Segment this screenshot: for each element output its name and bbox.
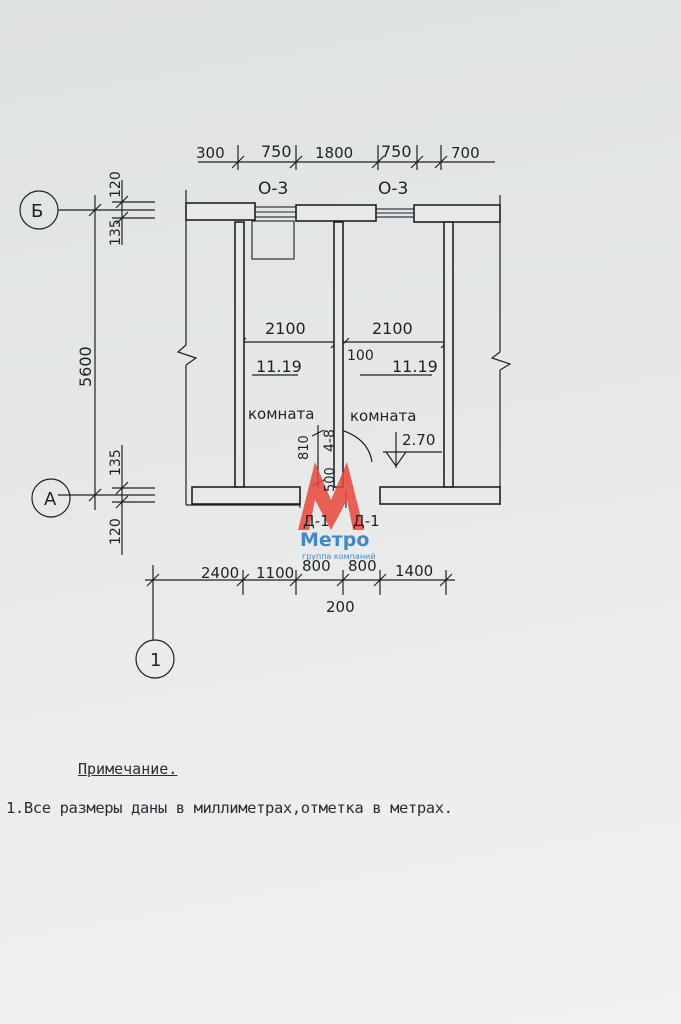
dim-bottom-200: 200 (326, 598, 355, 616)
dim-bottom-800-right: 800 (348, 557, 377, 575)
dim-left-5600: 5600 (76, 346, 95, 387)
dim-left-135-top: 135 (108, 219, 124, 246)
watermark-brand: Метро (300, 529, 369, 551)
dim-top-300: 300 (196, 144, 225, 162)
note-line-1: 1.Все размеры даны в миллиметрах,отметка… (6, 799, 453, 817)
door-type-label: 4-8 (322, 429, 338, 452)
door-label-left: Д-1 (303, 512, 330, 530)
room-left-width: 2100 (265, 319, 306, 338)
walls (185, 202, 501, 505)
dimension-lines (19, 145, 512, 679)
floor-plan: 300 750 1800 750 700 О-3 О-3 Б А 1 120 1… (19, 142, 512, 679)
window-label-right: О-3 (378, 179, 408, 199)
metro-logo (298, 462, 364, 530)
dim-left-120-top: 120 (108, 171, 124, 198)
note-title: Примечание. (78, 760, 178, 778)
dim-bottom-1400: 1400 (395, 562, 433, 580)
elevation-mark: 2.70 (402, 431, 435, 449)
dim-top-1800: 1800 (315, 144, 353, 162)
dim-left-135-bottom: 135 (108, 449, 124, 476)
room-left-name: комната (248, 405, 314, 423)
room-right-name: комната (350, 407, 416, 425)
dim-top-700: 700 (451, 144, 480, 162)
room-left-area: 11.19 (256, 357, 302, 376)
window-label-left: О-3 (258, 179, 288, 199)
watermark-tagline: группа компаний (302, 552, 375, 561)
room-right-area: 11.19 (392, 357, 438, 376)
dim-top-750-right: 750 (381, 142, 412, 161)
door-label-right: Д-1 (353, 512, 380, 530)
dim-bottom-1100: 1100 (256, 564, 294, 582)
partition-width: 100 (347, 348, 374, 364)
plan-labels: 300 750 1800 750 700 О-3 О-3 Б А 1 120 1… (31, 142, 480, 671)
axis-1-label: 1 (150, 650, 161, 671)
window-frames (251, 206, 415, 508)
dim-bottom-2400: 2400 (201, 564, 239, 582)
axis-b-label: Б (31, 201, 43, 222)
dim-left-120-bottom: 120 (108, 518, 124, 545)
door-height: 810 (297, 435, 312, 460)
dim-bottom-800-left: 800 (302, 557, 331, 575)
dim-top-750-left: 750 (261, 142, 292, 161)
door-width: 500 (323, 467, 338, 492)
axis-a-label: А (44, 489, 57, 510)
room-right-width: 2100 (372, 319, 413, 338)
